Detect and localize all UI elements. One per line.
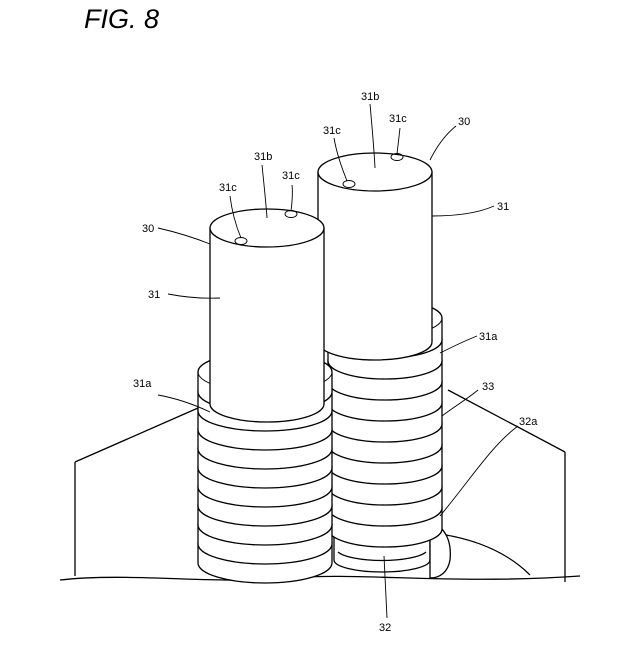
- left-cylinder: [210, 209, 324, 422]
- label-33: 33: [482, 381, 494, 393]
- label-31-right: 31: [497, 201, 509, 213]
- label-31-left: 31: [148, 289, 160, 301]
- label-30-left: 30: [142, 223, 154, 235]
- label-31a-right: 31a: [479, 331, 498, 343]
- label-31c-left-b: 31c: [282, 170, 300, 182]
- label-31c-right-a: 31c: [323, 125, 341, 137]
- label-32a: 32a: [519, 416, 538, 428]
- label-30-right: 30: [458, 116, 470, 128]
- label-31c-left-a: 31c: [219, 182, 237, 194]
- label-31c-right-b: 31c: [389, 113, 407, 125]
- label-31a-left: 31a: [133, 378, 152, 390]
- label-31b-left: 31b: [254, 151, 272, 163]
- figure-title: FIG. 8: [84, 4, 159, 35]
- label-32: 32: [379, 622, 391, 634]
- label-31b-right: 31b: [361, 91, 379, 103]
- right-cylinder: [318, 153, 432, 360]
